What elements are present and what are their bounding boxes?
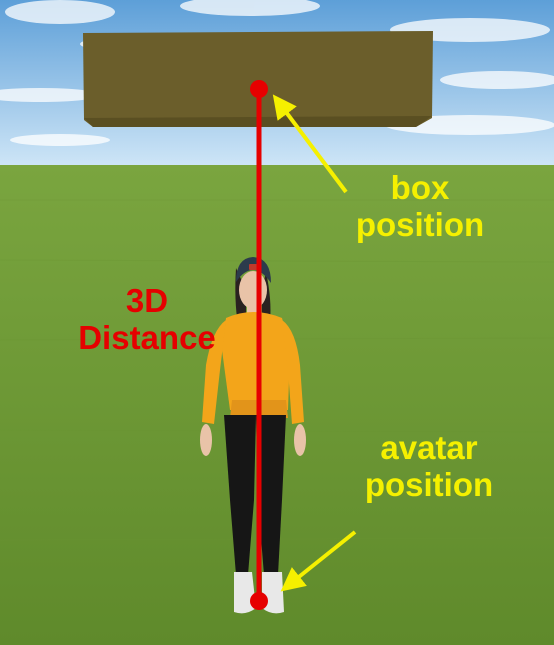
- avatar-point-dot-icon: [250, 592, 268, 610]
- box-position-label: box position: [340, 169, 500, 244]
- avatar-arrow-icon: [280, 530, 357, 592]
- distance-label-line1: 3D: [125, 282, 169, 319]
- box-position-label-line1: box: [390, 169, 450, 206]
- avatar-figure: [200, 257, 306, 614]
- distance-label: 3D Distance: [62, 282, 232, 357]
- avatar-position-label-line2: position: [364, 465, 494, 503]
- distance-label-line2: Distance: [78, 318, 216, 356]
- box-point-dot-icon: [250, 80, 268, 98]
- box-position-label-line2: position: [355, 205, 485, 243]
- avatar-position-label-line1: avatar: [380, 429, 478, 466]
- box-arrow-icon: [272, 94, 348, 194]
- avatar-position-label: avatar position: [345, 429, 513, 504]
